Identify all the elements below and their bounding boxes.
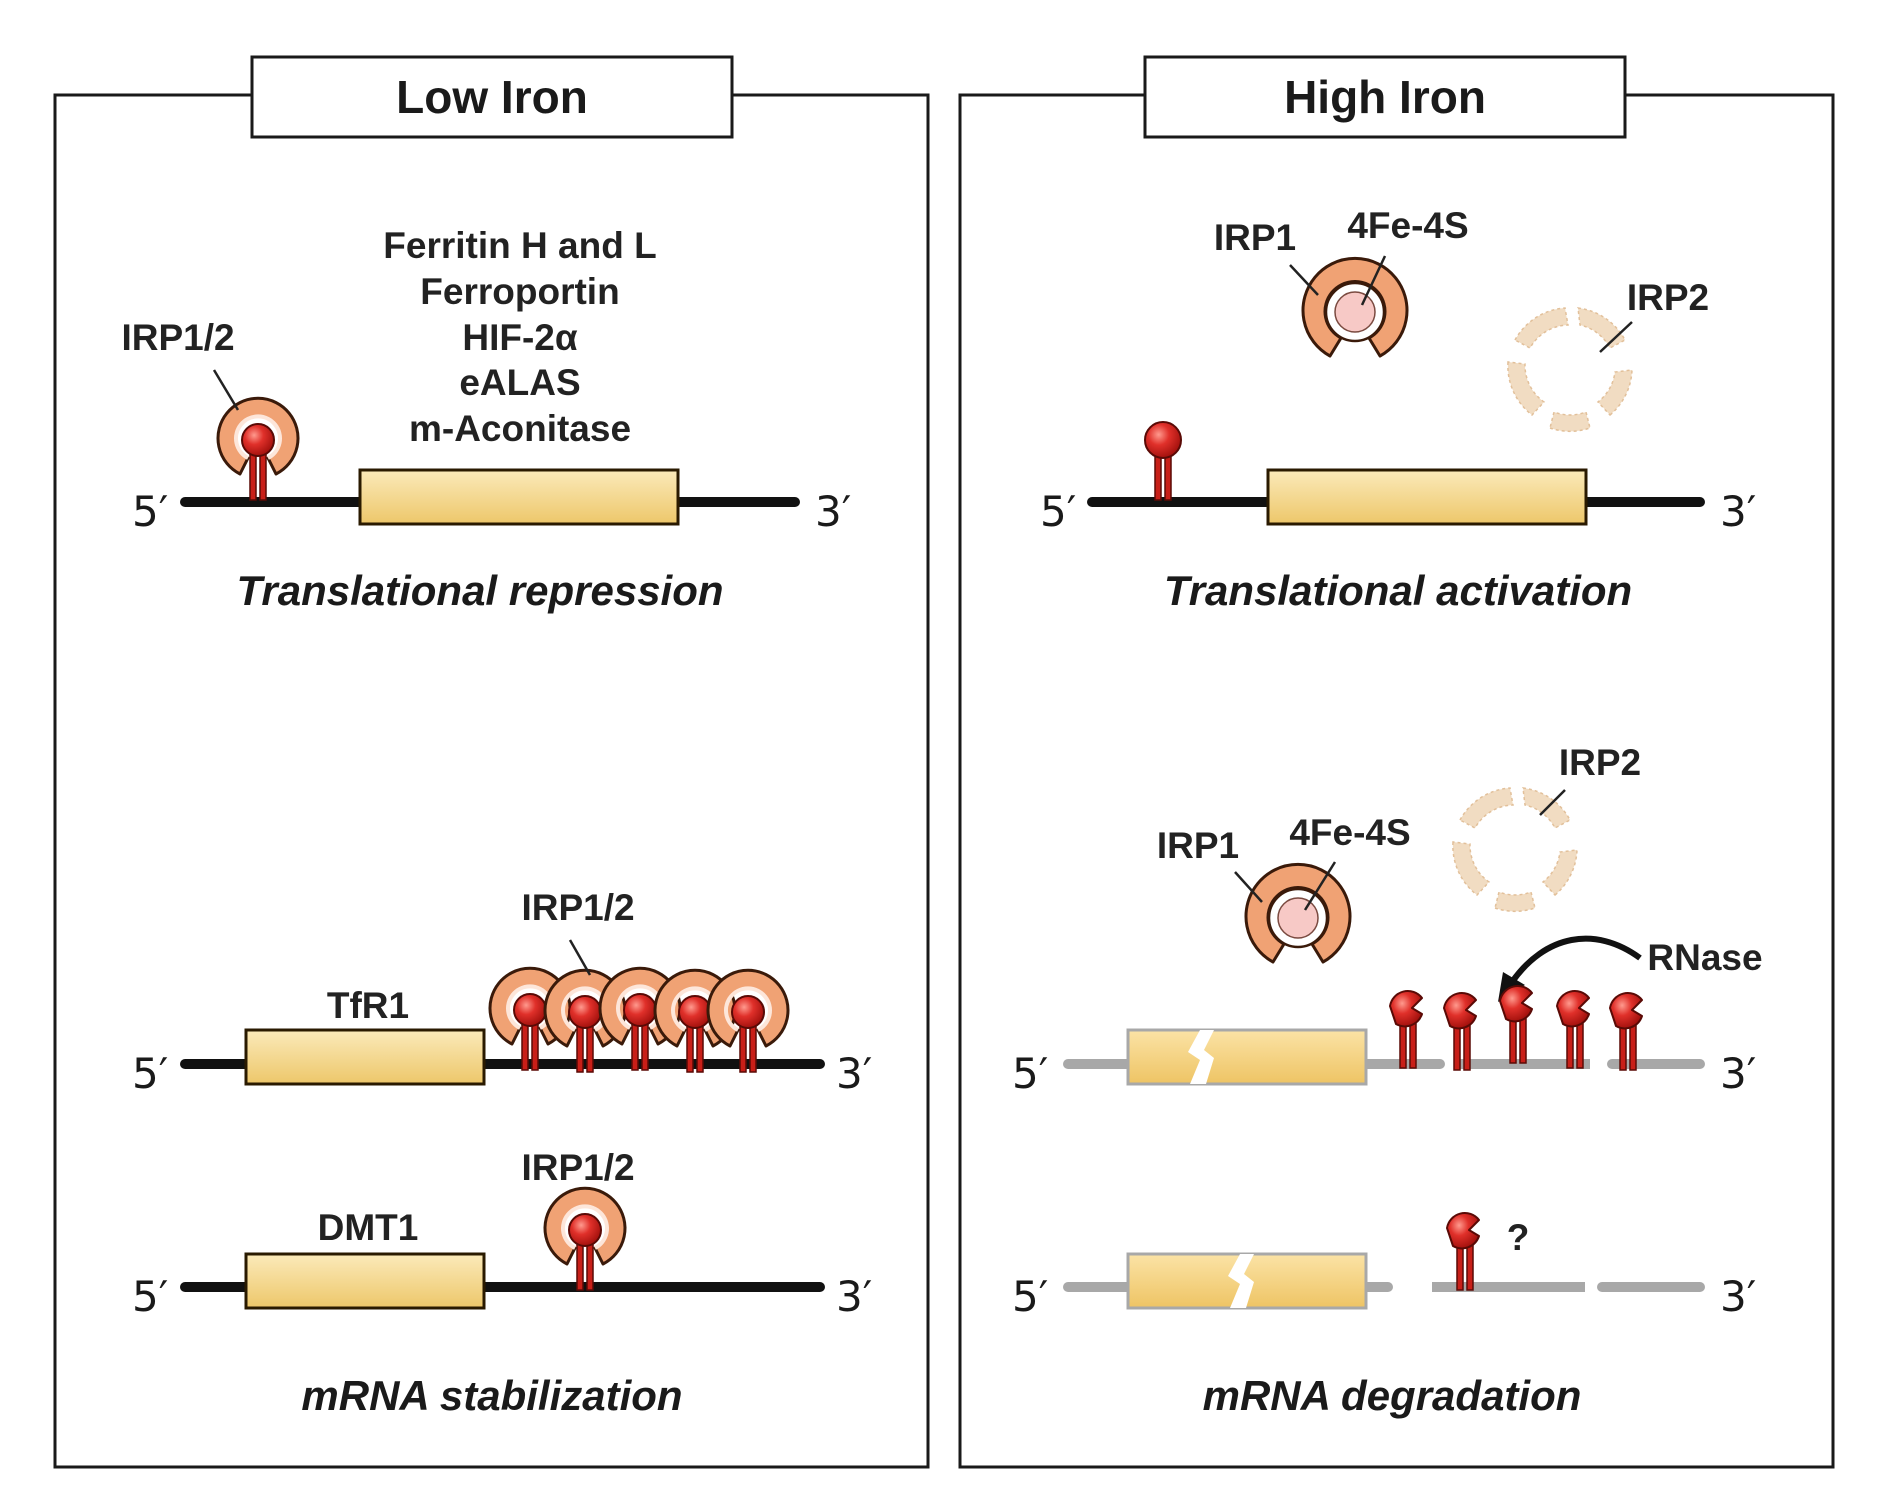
ire-fragment bbox=[1446, 1211, 1480, 1291]
cleavage-crack bbox=[1228, 1254, 1254, 1308]
irp2-degraded bbox=[1507, 307, 1633, 433]
coding-region bbox=[1266, 468, 1588, 526]
free-ire bbox=[1144, 421, 1182, 501]
mrna-degradation-rnase: IRP1 4Fe-4S IRP2 RNase 5′ 3′ bbox=[1012, 742, 1763, 1098]
irp1-with-iron-sulfur-cluster bbox=[1301, 256, 1409, 358]
fes-leader-line bbox=[1303, 861, 1337, 911]
irp-bound-ire bbox=[216, 396, 300, 502]
coding-region bbox=[358, 468, 680, 526]
irp1-with-iron-sulfur-cluster bbox=[1244, 862, 1352, 964]
mrna-dmt1: DMT1 5′ 3′ IRP1/2 bbox=[132, 1147, 872, 1321]
fes-label-b: 4Fe-4S bbox=[1289, 812, 1410, 853]
ire-fragment bbox=[1609, 991, 1643, 1071]
five-prime-label: 5′ bbox=[132, 1049, 168, 1098]
ire-fragment bbox=[1499, 984, 1533, 1064]
high-iron-title: High Iron bbox=[1284, 71, 1486, 123]
three-prime-label: 3′ bbox=[836, 1049, 872, 1098]
five-prime-label: 5′ bbox=[132, 1272, 168, 1321]
low-iron-title-box bbox=[250, 55, 734, 139]
ire-fragment bbox=[1556, 989, 1590, 1069]
five-prime-label: 5′ bbox=[1012, 1272, 1048, 1321]
caption-translational-repression: Translational repression bbox=[236, 567, 723, 614]
low-iron-title: Low Iron bbox=[396, 71, 588, 123]
irp-bound-ire bbox=[706, 968, 790, 1074]
three-prime-label: 3′ bbox=[1720, 1272, 1756, 1321]
irp12-leader-line bbox=[212, 369, 240, 411]
irp12-label-dmt1: IRP1/2 bbox=[521, 1147, 634, 1188]
irp12-label-tfr1: IRP1/2 bbox=[521, 887, 634, 928]
low-iron-panel: Low Iron Ferritin H and L Ferroportin HI… bbox=[53, 55, 930, 1469]
ire-fragment bbox=[1389, 989, 1423, 1069]
five-prime-label: 5′ bbox=[1012, 1049, 1048, 1098]
irp-bound-ire bbox=[543, 1186, 627, 1292]
irp12-label: IRP1/2 bbox=[121, 317, 234, 358]
irp12-leader-line bbox=[568, 939, 592, 976]
rnase-label: RNase bbox=[1647, 937, 1762, 978]
irp2-degraded bbox=[1452, 787, 1578, 913]
coding-region bbox=[244, 1028, 486, 1086]
three-prime-label: 3′ bbox=[1720, 487, 1756, 536]
mrna-translational-repression: 5′ 3′ IRP1/2 bbox=[121, 317, 851, 536]
caption-mrna-degradation: mRNA degradation bbox=[1203, 1372, 1582, 1419]
mrna-translational-activation: IRP1 4Fe-4S IRP2 5′ 3′ bbox=[1040, 205, 1756, 536]
irp1-leader-line bbox=[1289, 264, 1319, 296]
fes-label: 4Fe-4S bbox=[1347, 205, 1468, 246]
irp2-leader-line bbox=[1599, 321, 1633, 353]
three-prime-label: 3′ bbox=[815, 487, 851, 536]
caption-mrna-stabilization: mRNA stabilization bbox=[301, 1372, 682, 1419]
coding-region-degrading bbox=[1126, 1028, 1368, 1086]
irp2-label-b: IRP2 bbox=[1559, 742, 1641, 783]
irp1-label: IRP1 bbox=[1214, 217, 1296, 258]
caption-translational-activation: Translational activation bbox=[1164, 567, 1632, 614]
mrna-tfr1: TfR1 5′ 3′ IRP1/2 bbox=[132, 887, 872, 1098]
high-iron-title-box bbox=[1143, 55, 1627, 139]
coding-region bbox=[244, 1252, 486, 1310]
gene-label-hif2a: HIF-2α bbox=[462, 317, 578, 358]
gene-label-ferritin: Ferritin H and L bbox=[383, 225, 656, 266]
five-prime-label: 5′ bbox=[132, 487, 168, 536]
five-prime-label: 5′ bbox=[1040, 487, 1076, 536]
irp1-label-b: IRP1 bbox=[1157, 825, 1239, 866]
cleavage-crack bbox=[1188, 1030, 1214, 1084]
dmt1-label: DMT1 bbox=[318, 1207, 419, 1248]
tfr1-label: TfR1 bbox=[327, 985, 409, 1026]
high-iron-panel: High Iron IRP1 4Fe-4S IRP2 5′ 3′ Transla… bbox=[958, 55, 1835, 1469]
irp1-leader-line bbox=[1234, 871, 1263, 903]
question-mark: ? bbox=[1507, 1217, 1530, 1258]
gene-label-ferroportin: Ferroportin bbox=[420, 271, 619, 312]
ire-fragment bbox=[1443, 991, 1477, 1071]
irp2-leader-line bbox=[1539, 789, 1566, 816]
rnase-arrow bbox=[1509, 935, 1642, 984]
mrna-degraded: ? 5′ 3′ bbox=[1012, 1211, 1756, 1321]
three-prime-label: 3′ bbox=[1720, 1049, 1756, 1098]
gene-label-m-aconitase: m-Aconitase bbox=[409, 408, 631, 449]
gene-label-ealas: eALAS bbox=[459, 362, 580, 403]
irp2-label: IRP2 bbox=[1627, 277, 1709, 318]
fes-leader-line bbox=[1360, 255, 1387, 306]
three-prime-label: 3′ bbox=[836, 1272, 872, 1321]
